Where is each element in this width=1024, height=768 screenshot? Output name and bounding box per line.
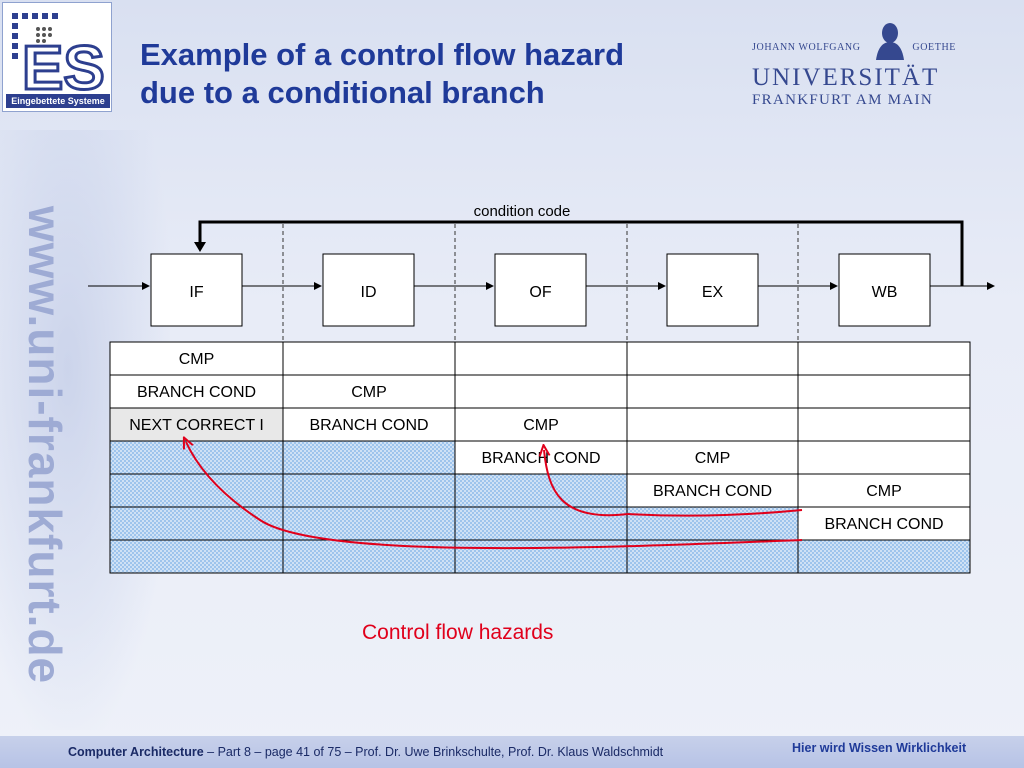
table-cell-label: BRANCH COND <box>653 483 772 500</box>
table-cell <box>626 440 799 475</box>
table-cell <box>109 506 284 541</box>
stage-label-if: IF <box>189 284 203 301</box>
table-cell <box>282 407 456 442</box>
table-cell <box>797 341 971 376</box>
es-logo-icon: ES <box>8 7 108 95</box>
stage-label-ex: EX <box>702 284 724 301</box>
feedback-label: condition code <box>474 203 571 220</box>
goethe-portrait-icon <box>876 23 904 60</box>
table-cell <box>109 539 284 574</box>
table-cell <box>109 374 284 409</box>
table-cell <box>109 407 284 442</box>
table-cell-label: CMP <box>179 351 215 368</box>
footer-course: Computer Architecture <box>68 745 204 759</box>
table-cell <box>282 473 456 508</box>
table-cell-label: CMP <box>866 483 902 500</box>
table-cell <box>109 473 284 508</box>
table-cell-label: CMP <box>695 450 731 467</box>
university-city: FRANKFURT AM MAIN <box>752 92 933 108</box>
stage-box-wb <box>838 253 931 327</box>
feedback-arrowhead <box>194 242 206 252</box>
title-line-1: Example of a control flow hazard <box>140 37 625 72</box>
hazard-arrow-wb <box>186 442 803 550</box>
footer-slogan: Hier wird Wissen Wirklichkeit <box>792 741 967 755</box>
table-cell-label: CMP <box>351 384 387 401</box>
table-cell <box>797 506 971 541</box>
table-cell <box>282 506 456 541</box>
es-logo-caption: Eingebettete Systeme <box>6 94 110 108</box>
stage-boxes: IF ID OF EX WB <box>150 253 931 327</box>
table-cell <box>282 374 456 409</box>
table-cell <box>454 506 628 541</box>
table-cell <box>626 341 799 376</box>
table-cell <box>797 440 971 475</box>
table-cell <box>626 374 799 409</box>
hazard-caption: Control flow hazards <box>362 621 554 644</box>
table-cell <box>109 440 284 475</box>
table-cell <box>626 407 799 442</box>
title-line-2: due to a conditional branch <box>140 75 545 110</box>
table-cell <box>282 341 456 376</box>
hazard-arrow-ex-tail <box>627 509 803 517</box>
table-cell-label: BRANCH COND <box>481 450 600 467</box>
slide-title: Example of a control flow hazard due to … <box>140 36 700 112</box>
table-cell-label: BRANCH COND <box>309 417 428 434</box>
footer-credits: Computer Architecture – Part 8 – page 41… <box>68 745 663 759</box>
table-cell-label: NEXT CORRECT I <box>129 417 264 434</box>
table-cell <box>626 473 799 508</box>
footer-details: – Part 8 – page 41 of 75 – Prof. Dr. Uwe… <box>203 745 664 759</box>
university-logo: JOHANN WOLFGANG GOETHE UNIVERSITÄT FRANK… <box>748 22 960 112</box>
stage-label-id: ID <box>361 284 377 301</box>
university-logo-first-names: JOHANN WOLFGANG <box>752 42 861 53</box>
pipeline-table: CMP BRANCH COND CMP NEXT CORRECT I BRANCH CO… <box>109 341 971 574</box>
stage-box-ex <box>666 253 759 327</box>
table-cell <box>454 539 628 574</box>
university-logo-surname: GOETHE <box>912 42 956 53</box>
table-cell <box>282 539 456 574</box>
table-cell <box>454 341 628 376</box>
table-cell <box>454 473 628 508</box>
table-cell-label: BRANCH COND <box>137 384 256 401</box>
university-name: UNIVERSITÄT <box>752 64 940 91</box>
stage-box-id <box>322 253 415 327</box>
feedback-line <box>198 220 964 286</box>
stage-box-of <box>494 253 587 327</box>
table-cell <box>454 374 628 409</box>
svg-text:ES: ES <box>22 34 105 95</box>
table-cell <box>797 407 971 442</box>
table-cell-label: CMP <box>523 417 559 434</box>
es-logo: ES Eingebettete Systeme <box>2 2 112 112</box>
stage-box-if <box>150 253 243 327</box>
stage-label-of: OF <box>529 284 551 301</box>
hazard-arrows <box>186 442 803 550</box>
hazard-arrow-ex <box>544 450 629 517</box>
stage-label-wb: WB <box>872 284 898 301</box>
table-cell <box>282 440 456 475</box>
table-cell-label: BRANCH COND <box>824 516 943 533</box>
table-cell <box>797 374 971 409</box>
footer-bar <box>0 736 1024 768</box>
stage-separators <box>282 224 799 340</box>
table-cell <box>797 539 971 574</box>
